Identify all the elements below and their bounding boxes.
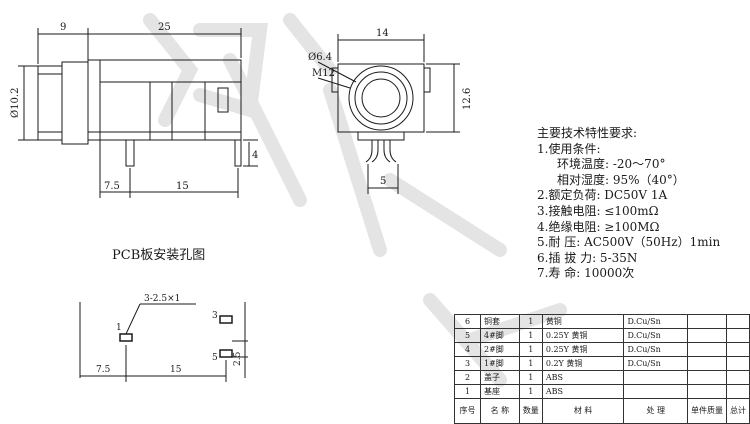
cell-total (725, 384, 750, 399)
spec-line: 环境温度: -20～70° (557, 157, 666, 172)
cell-material: ABS (541, 370, 625, 385)
pcb-hole-3 (219, 315, 233, 324)
cell-material: 0.25Y 黄铜 (541, 342, 625, 357)
pcb-hole-5 (219, 349, 233, 358)
dim-thread: M12 (312, 68, 335, 79)
spec-line: 6.插 拔 力: 5-35N (537, 250, 638, 265)
cell-name: 4#脚 (479, 328, 520, 343)
cell-finish (623, 370, 688, 385)
bom-table: 6 铜套 1 黄铜 D.Cu/Sn 5 4#脚 1 0.25Y 黄铜 D.Cu/… (454, 314, 750, 424)
cell-qty: 1 (518, 342, 543, 357)
dim-pin-height: 4 (252, 150, 258, 161)
spec-line: 4.绝缘电阻: ≥100MΩ (537, 219, 660, 234)
cell-unit-weight (686, 314, 727, 329)
pcb-label-3: 3 (212, 311, 218, 321)
front-view (317, 34, 460, 194)
cell-total (725, 356, 750, 371)
cell-name: 1#脚 (479, 356, 520, 371)
pcb-layout (79, 302, 248, 382)
cell-unit-weight (686, 328, 727, 343)
header-unit-weight: 单件质量 (686, 398, 727, 424)
cell-total (725, 314, 750, 329)
dim-thread-dia: Ø6.4 (308, 52, 332, 63)
table-row: 6 铜套 1 黄铜 D.Cu/Sn (454, 314, 750, 329)
pcb-title: PCB板安装孔图 (112, 248, 206, 263)
pcb-hole-note: 3-2.5×1 (144, 294, 180, 304)
cell-name: 2#脚 (479, 342, 520, 357)
table-row: 5 4#脚 1 0.25Y 黄铜 D.Cu/Sn (454, 328, 750, 343)
header-finish: 处 理 (623, 398, 688, 424)
dim-diameter: Ø10.2 (10, 88, 21, 118)
front-view-labels: 14 Ø6.4 M12 12.6 5 (308, 28, 473, 187)
cell-material: ABS (541, 384, 625, 399)
cell-finish (623, 384, 688, 399)
spec-line: 相对湿度: 95%（40°） (557, 172, 685, 187)
table-row: 4 2#脚 1 0.25Y 黄铜 D.Cu/Sn (454, 342, 750, 357)
cell-qty: 1 (518, 356, 543, 371)
pcb-dim-7-5: 7.5 (96, 365, 111, 375)
spec-list: 主要技术特性要求: 1.使用条件: 环境温度: -20～70° 相对湿度: 95… (537, 126, 747, 282)
cell-name: 基座 (479, 384, 520, 399)
pcb-labels: 3-2.5×1 1 3 5 2.5 7.5 15 (96, 294, 243, 375)
spec-line: 3.接触电阻: ≤100mΩ (537, 203, 659, 218)
spec-line: 2.额定负荷: DC50V 1A (537, 188, 668, 203)
header-qty: 数量 (518, 398, 543, 424)
cell-unit-weight (686, 342, 727, 357)
side-view (18, 28, 258, 198)
header-total: 总计 (725, 398, 750, 424)
pcb-hole-1 (119, 333, 133, 342)
cell-name: 铜套 (479, 314, 520, 329)
spec-line: 7.寿 命: 10000次 (537, 266, 635, 281)
cell-no: 5 (454, 328, 481, 343)
cell-finish: D.Cu/Sn (623, 328, 688, 343)
side-view-labels: 9 25 Ø10.2 4 7.5 15 (10, 22, 258, 192)
dim-14: 14 (376, 28, 389, 39)
cell-finish: D.Cu/Sn (623, 342, 688, 357)
pcb-dim-2-5: 2.5 (233, 351, 243, 366)
cell-no: 6 (454, 314, 481, 329)
cell-no: 1 (454, 384, 481, 399)
spec-line: 1.使用条件: (537, 141, 601, 156)
cell-unit-weight (686, 384, 727, 399)
cell-no: 4 (454, 342, 481, 357)
pcb-dim-15: 15 (170, 365, 182, 375)
cell-total (725, 370, 750, 385)
spec-title: 主要技术特性要求: (537, 126, 638, 140)
cell-qty: 1 (518, 384, 543, 399)
table-row: 1 基座 1 ABS (454, 384, 750, 399)
dim-5: 5 (380, 176, 386, 187)
table-header-row: 序号 名 称 数量 材 料 处 理 单件质量 总计 (454, 398, 750, 424)
cell-qty: 1 (518, 370, 543, 385)
header-no: 序号 (454, 398, 481, 424)
table-row: 3 1#脚 1 0.2Y 黄铜 D.Cu/Sn (454, 356, 750, 371)
cell-material: 0.2Y 黄铜 (541, 356, 625, 371)
header-name: 名 称 (479, 398, 520, 424)
dim-9: 9 (60, 22, 66, 33)
cell-material: 黄铜 (541, 314, 625, 329)
spec-line: 5.耐 压: AC500V（50Hz）1min (537, 235, 721, 250)
cell-unit-weight (686, 356, 727, 371)
dim-7-5: 7.5 (104, 181, 120, 192)
cell-qty: 1 (518, 328, 543, 343)
pcb-label-5: 5 (212, 353, 218, 363)
cell-material: 0.25Y 黄铜 (541, 328, 625, 343)
dim-12-6: 12.6 (462, 88, 473, 110)
header-material: 材 料 (541, 398, 625, 424)
cell-total (725, 328, 750, 343)
dim-25: 25 (158, 22, 171, 33)
cell-total (725, 342, 750, 357)
table-row: 2 盖子 1 ABS (454, 370, 750, 385)
cell-finish: D.Cu/Sn (623, 314, 688, 329)
cell-name: 盖子 (479, 370, 520, 385)
cell-finish: D.Cu/Sn (623, 356, 688, 371)
cell-no: 3 (454, 356, 481, 371)
cell-qty: 1 (518, 314, 543, 329)
pcb-label-1: 1 (116, 323, 122, 333)
cell-no: 2 (454, 370, 481, 385)
dim-15: 15 (176, 181, 189, 192)
cell-unit-weight (686, 370, 727, 385)
